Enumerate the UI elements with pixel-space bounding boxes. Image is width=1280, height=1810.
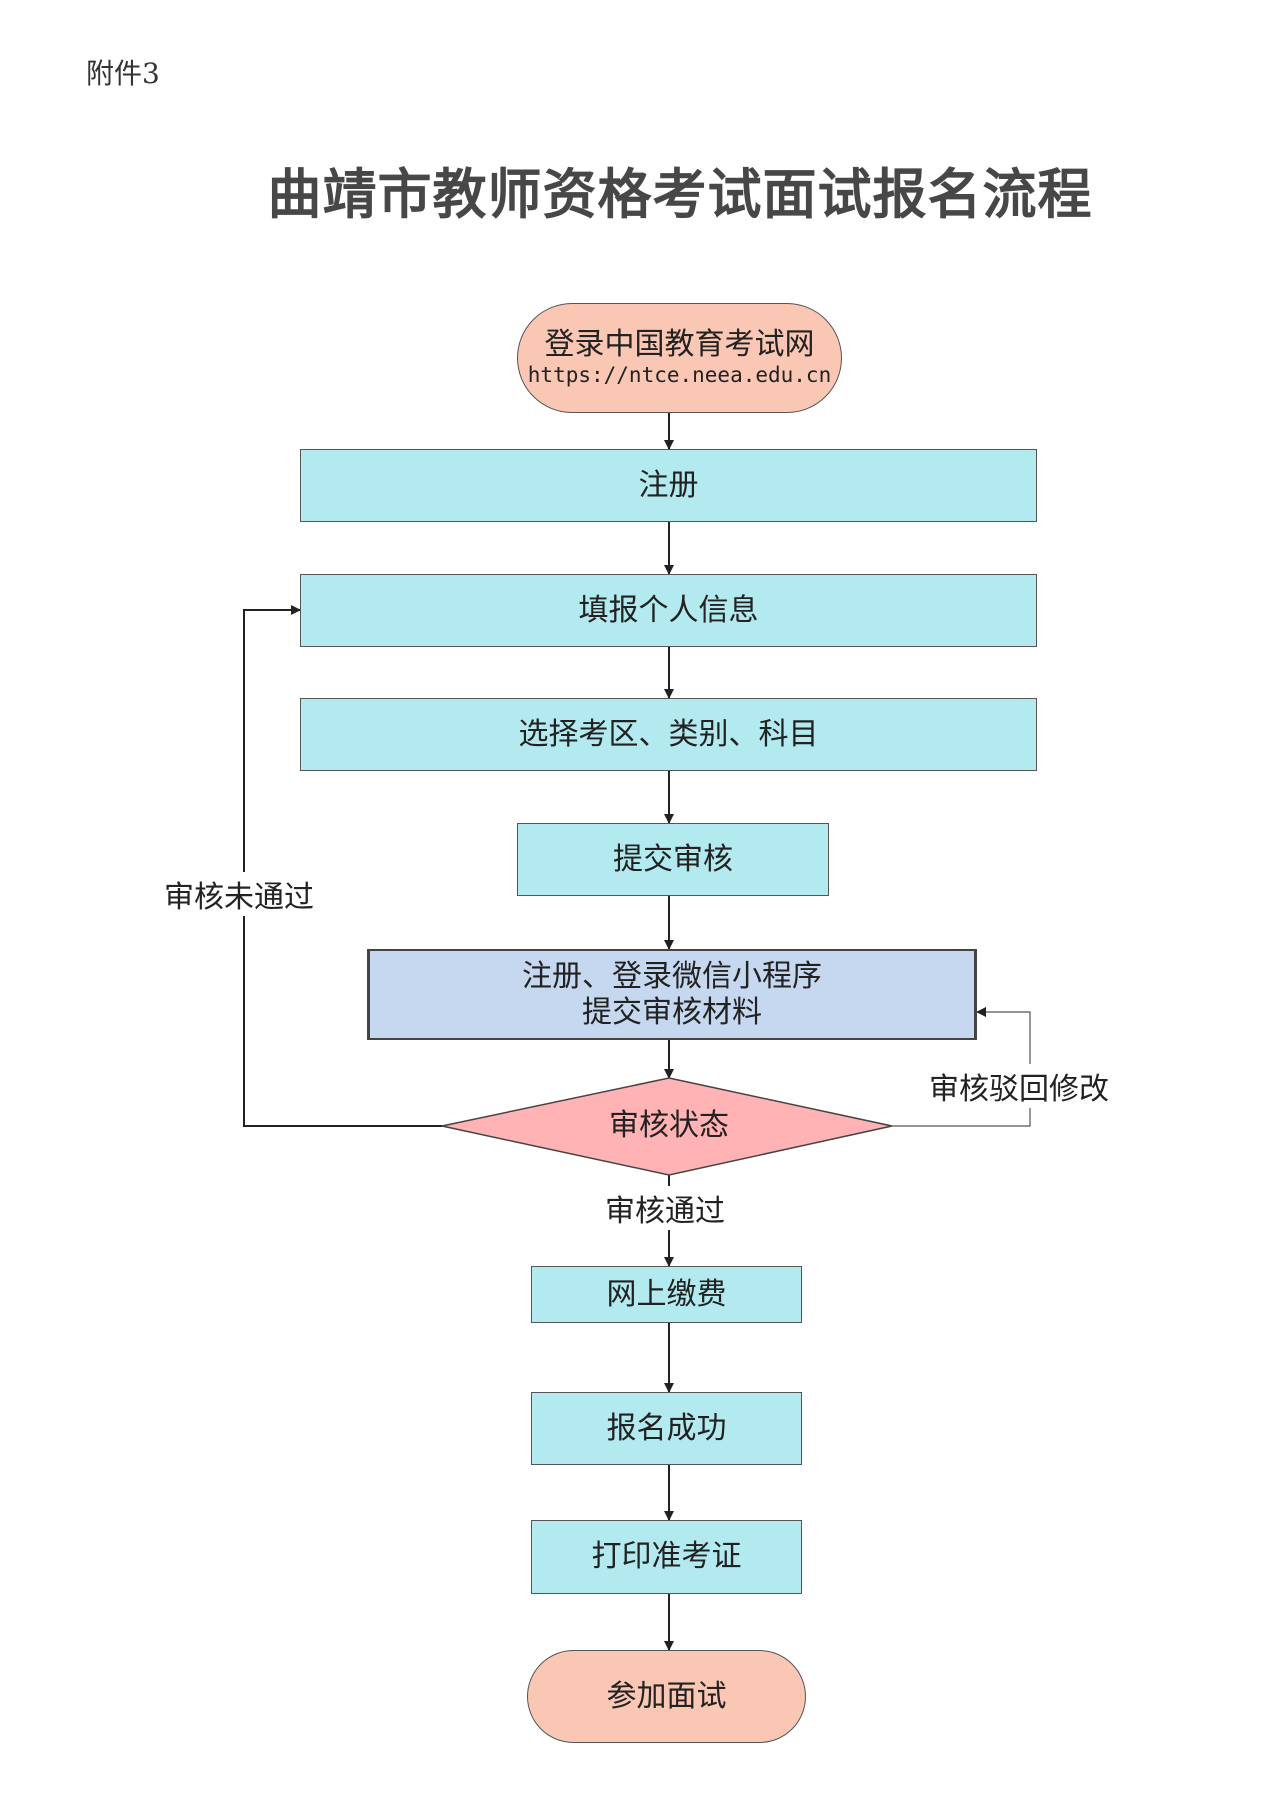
decision-label: 审核状态 (609, 1108, 729, 1143)
rejected-label: 审核未通过 (163, 872, 315, 916)
pay-step: 网上缴费 (531, 1266, 802, 1323)
wechat-line1: 注册、登录微信小程序 (522, 958, 822, 994)
wechat-step: 注册、登录微信小程序 提交审核材料 (367, 949, 977, 1040)
returned-label: 审核驳回修改 (928, 1064, 1110, 1108)
attachment-label: 附件3 (86, 57, 160, 90)
submit-step: 提交审核 (517, 823, 829, 896)
start-url: https://ntce.neea.edu.cn (527, 363, 832, 388)
decision-diamond (441, 1077, 893, 1176)
passed-label: 审核通过 (604, 1186, 726, 1230)
fill-info-step: 填报个人信息 (300, 574, 1037, 647)
register-step: 注册 (300, 449, 1037, 522)
start-title: 登录中国教育考试网 (544, 327, 815, 363)
page-title: 曲靖市教师资格考试面试报名流程 (267, 163, 1093, 226)
success-step: 报名成功 (531, 1392, 802, 1465)
end-node: 参加面试 (527, 1650, 806, 1743)
print-step: 打印准考证 (531, 1520, 802, 1594)
start-node: 登录中国教育考试网 https://ntce.neea.edu.cn (517, 303, 842, 413)
select-step: 选择考区、类别、科目 (300, 698, 1037, 771)
arrow-rejected-loop (243, 605, 442, 1127)
wechat-line2: 提交审核材料 (582, 994, 762, 1030)
